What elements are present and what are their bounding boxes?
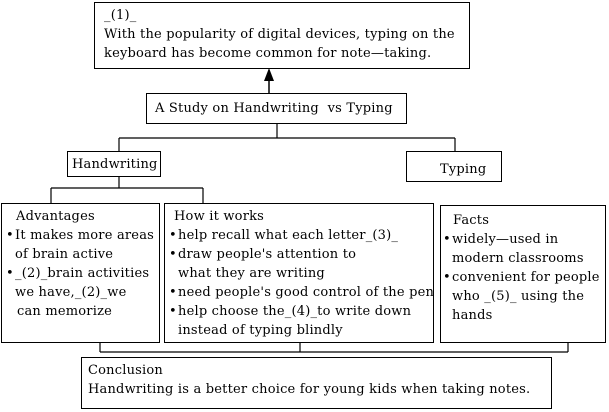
how-item-2-cont: what they are writing [178,266,325,281]
purpose-box: _(1)_ With the popularity of digital dev… [94,2,470,69]
facts-heading: Facts [453,213,490,228]
arrow-up-icon [264,68,274,81]
how-heading: How it works [174,209,265,224]
advantage-item-2: _(2)_brain activities [6,264,159,283]
fact-item-2: convenient for people [443,268,605,287]
fact-item-1-cont: modern classrooms [452,251,584,266]
title-box: A Study on Handwriting vs Typing [146,93,407,124]
fact-item-2-cont2: hands [452,308,493,323]
purpose-line-2: keyboard has become common for note—taki… [104,46,432,61]
conclusion-heading: Conclusion [88,363,163,378]
how-item-4: help choose the_(4)_to write down [169,302,433,321]
conclusion-text: Handwriting is a better choice for young… [88,382,531,397]
conclusion-box: Conclusion Handwriting is a better choic… [81,357,552,409]
advantage-item-2-cont: we have,_(2)_we [15,285,127,300]
how-item-4-cont: instead of typing blindly [178,323,343,338]
purpose-line-1: With the popularity of digital devices, … [104,27,455,42]
blank-1: _(1)_ [104,8,137,23]
advantages-heading: Advantages [16,209,95,224]
fact-item-1: widely—used in [443,230,605,249]
advantage-item-2-cont2: can memorize [17,304,113,319]
facts-box: Facts widely—used in modern classrooms c… [440,205,606,343]
advantage-item-1: It makes more areas [6,226,159,245]
advantages-box: Advantages It makes more areas of brain … [1,203,160,343]
advantage-item-1-cont: of brain active [15,247,114,262]
how-item-1: help recall what each letter_(3)_ [169,226,433,245]
handwriting-box: Handwriting [67,151,161,177]
how-it-works-box: How it works help recall what each lette… [164,203,434,343]
how-item-3: need people's good control of the pen [169,283,434,302]
how-item-2: draw people's attention to [169,245,433,264]
typing-box: Typing [406,151,502,182]
fact-item-2-cont: who _(5)_ using the [452,289,585,304]
